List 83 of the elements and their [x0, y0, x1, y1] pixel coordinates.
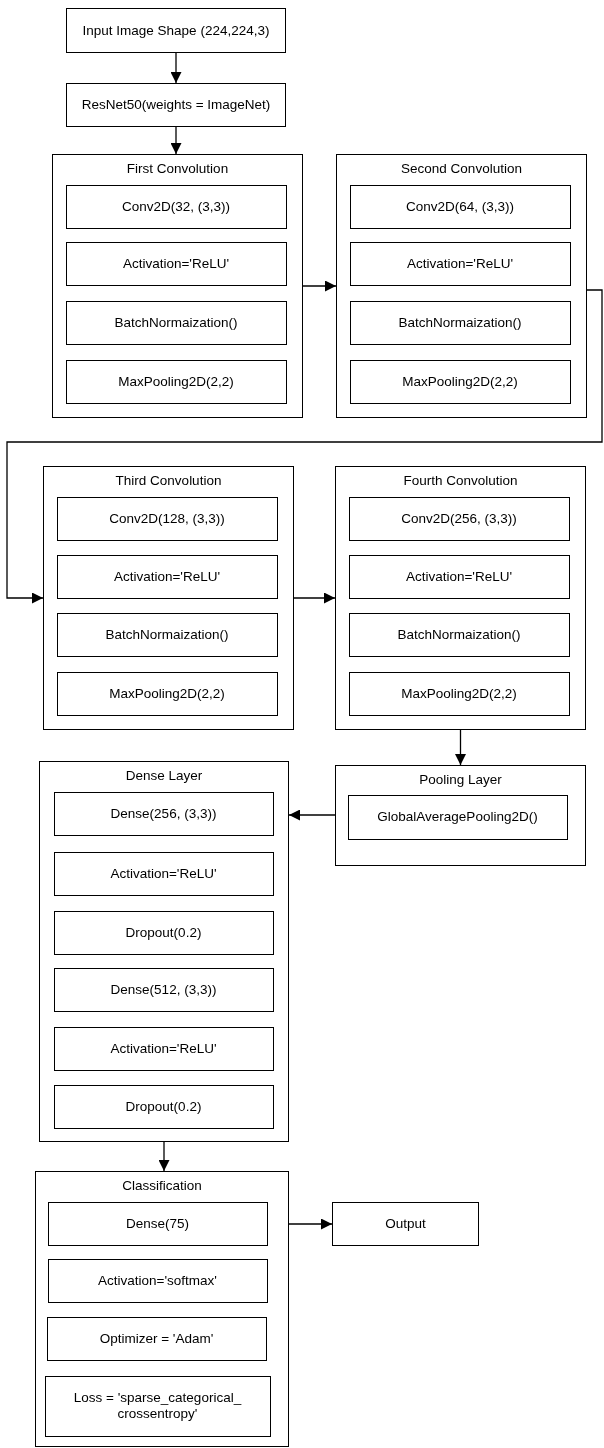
arrow — [158, 1141, 170, 1172]
group-heading: Pooling Layer — [418, 772, 503, 788]
layer-box — [53, 851, 274, 896]
layer-group-box — [336, 154, 587, 418]
layer-box — [348, 671, 570, 716]
layer-box — [53, 910, 274, 955]
group-heading: Dense Layer — [124, 768, 204, 784]
layer-label: Activation='ReLU' — [113, 568, 221, 585]
layer-label: Activation='ReLU' — [122, 255, 230, 272]
layer-label: MaxPooling2D(2,2) — [118, 373, 234, 390]
layer-box — [349, 359, 571, 404]
arrow — [170, 126, 182, 155]
layer-box — [53, 1084, 274, 1129]
layer-box — [347, 794, 568, 840]
layer-label: MaxPooling2D(2,2) — [402, 373, 518, 390]
layer-group-box — [52, 154, 303, 418]
arrow — [302, 280, 337, 292]
layer-label: Dense(75) — [126, 1215, 189, 1232]
layer-box — [65, 300, 287, 345]
layer-label: Conv2D(32, (3,3)) — [121, 198, 230, 215]
layer-box — [44, 1375, 271, 1437]
layer-box — [65, 359, 287, 404]
layer-box — [348, 554, 570, 599]
layer-label: Activation='ReLU' — [406, 255, 514, 272]
layer-label: Dense(256, (3,3)) — [110, 805, 217, 822]
layer-label: Input Image Shape (224,224,3) — [82, 22, 270, 39]
group-heading: First Convolution — [125, 161, 230, 177]
layer-box — [56, 554, 278, 599]
layer-group-box — [39, 761, 289, 1142]
layer-box — [66, 8, 286, 53]
group-heading: Third Convolution — [114, 473, 223, 489]
layer-label: Conv2D(64, (3,3)) — [405, 198, 514, 215]
layer-label: Activation='ReLU' — [110, 1040, 217, 1057]
layer-box — [56, 612, 278, 657]
layer-label: Dense(512, (3,3)) — [110, 981, 217, 998]
group-heading: Fourth Convolution — [402, 473, 519, 489]
layer-label: BatchNormaization() — [397, 626, 521, 643]
layer-label: Activation='ReLU' — [405, 568, 513, 585]
layer-label: Optimizer = 'Adam' — [99, 1330, 214, 1347]
layer-label: BatchNormaization() — [114, 314, 238, 331]
layer-label: Activation='ReLU' — [110, 865, 217, 882]
arrow — [455, 729, 466, 766]
layer-group-box — [335, 765, 586, 866]
layer-box — [56, 496, 278, 541]
layer-label: BatchNormaization() — [105, 626, 229, 643]
layer-box — [349, 184, 571, 229]
layer-box — [348, 496, 570, 541]
arrow — [6, 289, 603, 604]
layer-box — [46, 1316, 267, 1361]
layer-label: Dropout(0.2) — [125, 924, 202, 941]
layer-box — [65, 241, 287, 286]
arrow — [288, 1218, 333, 1230]
arrow — [170, 52, 182, 84]
group-heading: Second Convolution — [400, 161, 523, 177]
group-heading: Classification — [121, 1178, 203, 1194]
layer-box — [56, 671, 278, 716]
layer-label: Conv2D(256, (3,3)) — [401, 510, 517, 527]
layer-label: ResNet50(weights = ImageNet) — [81, 97, 271, 113]
layer-box — [348, 612, 570, 657]
layer-label: BatchNormaization() — [398, 314, 522, 331]
arrow — [288, 809, 336, 821]
layer-label: MaxPooling2D(2,2) — [109, 685, 225, 702]
layer-group-box — [335, 466, 586, 730]
layer-label: GlobalAveragePooling2D() — [377, 809, 538, 825]
layer-label: MaxPooling2D(2,2) — [401, 685, 517, 702]
layer-box — [53, 967, 274, 1012]
layer-box — [332, 1202, 479, 1246]
layer-label: Loss = 'sparse_categorical_ crossentropy' — [72, 1390, 243, 1422]
layer-box — [53, 1026, 274, 1071]
layer-box — [53, 791, 274, 836]
layer-group-box — [35, 1171, 289, 1447]
arrow — [293, 592, 336, 604]
layer-label: Output — [385, 1216, 426, 1232]
layer-label: Dropout(0.2) — [125, 1098, 202, 1115]
layer-box — [349, 241, 571, 286]
layer-label: Conv2D(128, (3,3)) — [109, 510, 225, 527]
layer-box — [66, 83, 286, 127]
layer-group-box — [43, 466, 294, 730]
layer-box — [47, 1258, 268, 1303]
layer-box — [47, 1201, 268, 1246]
layer-label: Activation='softmax' — [98, 1272, 217, 1289]
layer-box — [349, 300, 571, 345]
layer-box — [65, 184, 287, 229]
